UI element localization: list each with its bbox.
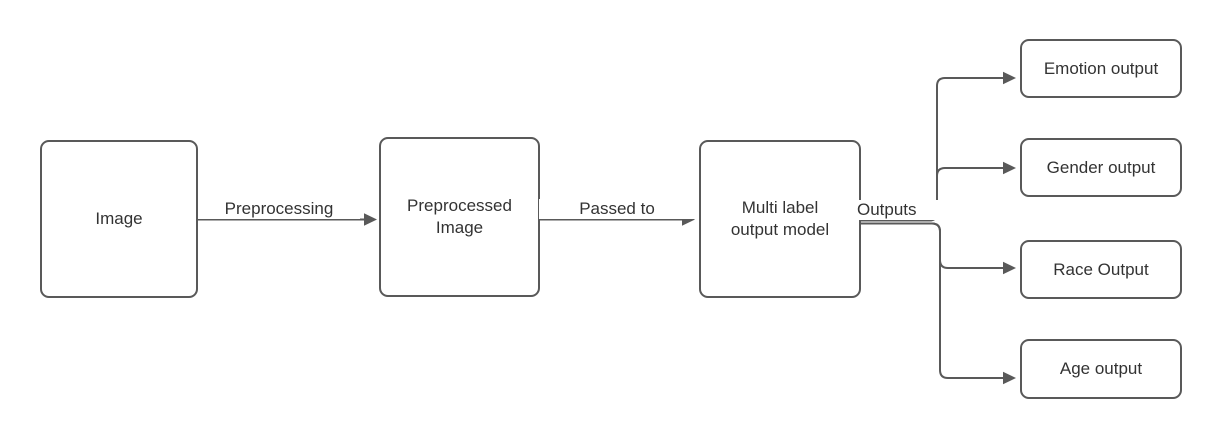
- node-multi-label-output-model-label: Multi label output model: [730, 198, 830, 239]
- node-gender-output: Gender output: [1020, 138, 1182, 197]
- node-race-output-label: Race Output: [1053, 259, 1149, 279]
- edge-label-passed-to: Passed to: [539, 199, 695, 219]
- node-image-label: Image: [95, 209, 143, 228]
- edge-label-outputs: Outputs: [857, 200, 939, 220]
- node-multi-label-output-model: Multi label output model: [699, 140, 861, 298]
- node-preprocessed-image: Preprocessed Image: [379, 137, 540, 297]
- node-image: Image: [40, 140, 198, 298]
- node-preprocessed-image-label: Preprocessed Image: [407, 196, 512, 237]
- arrowhead-icon: [1003, 161, 1016, 175]
- edge-outputs-age: [861, 222, 1003, 379]
- arrowhead-icon: [1003, 371, 1016, 385]
- node-emotion-output-label: Emotion output: [1043, 58, 1159, 78]
- arrowhead-icon: [1003, 261, 1016, 275]
- node-race-output: Race Output: [1020, 240, 1182, 299]
- node-age-output-label: Age output: [1059, 359, 1143, 378]
- arrowhead-icon: [364, 213, 377, 226]
- arrowhead-icon: [1003, 71, 1016, 85]
- edge-outputs-gender: [861, 167, 1003, 222]
- edge-outputs-race: [861, 222, 1003, 269]
- node-gender-output-label: Gender output: [1046, 157, 1156, 177]
- edge-label-preprocessing: Preprocessing: [198, 199, 360, 219]
- node-emotion-output: Emotion output: [1020, 39, 1182, 98]
- node-age-output: Age output: [1020, 339, 1182, 399]
